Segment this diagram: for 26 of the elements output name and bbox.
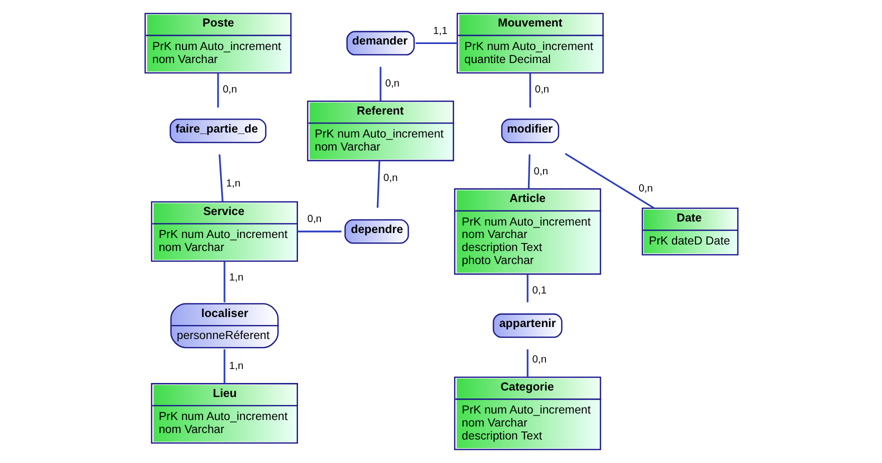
connector bbox=[527, 154, 530, 189]
connector bbox=[218, 154, 223, 202]
connector bbox=[526, 349, 528, 378]
connector bbox=[379, 66, 381, 101]
edge-label: 0,n bbox=[532, 354, 546, 366]
edge-label: 1,n bbox=[228, 360, 243, 372]
edge-label: 1,n bbox=[228, 272, 243, 284]
edge-label: 0,1 bbox=[532, 286, 546, 297]
edge-label: 0,n bbox=[384, 78, 400, 90]
edge-label: 0,n bbox=[534, 84, 549, 96]
connector bbox=[564, 152, 654, 209]
connector bbox=[376, 161, 380, 208]
edge-label: 0,n bbox=[382, 172, 398, 184]
connector bbox=[216, 73, 218, 108]
edge-label: 1,1 bbox=[432, 26, 447, 37]
edge-label: 1,n bbox=[226, 178, 240, 190]
connector bbox=[528, 73, 531, 108]
connector bbox=[415, 42, 457, 44]
edge-label: 0,n bbox=[638, 184, 652, 195]
connector bbox=[297, 230, 341, 232]
edge-label: 0,n bbox=[306, 214, 322, 226]
connector bbox=[526, 274, 528, 302]
connector bbox=[223, 349, 225, 384]
connector bbox=[223, 261, 225, 302]
edge-label: 0,n bbox=[533, 166, 548, 178]
edge-label: 0,n bbox=[222, 84, 237, 96]
